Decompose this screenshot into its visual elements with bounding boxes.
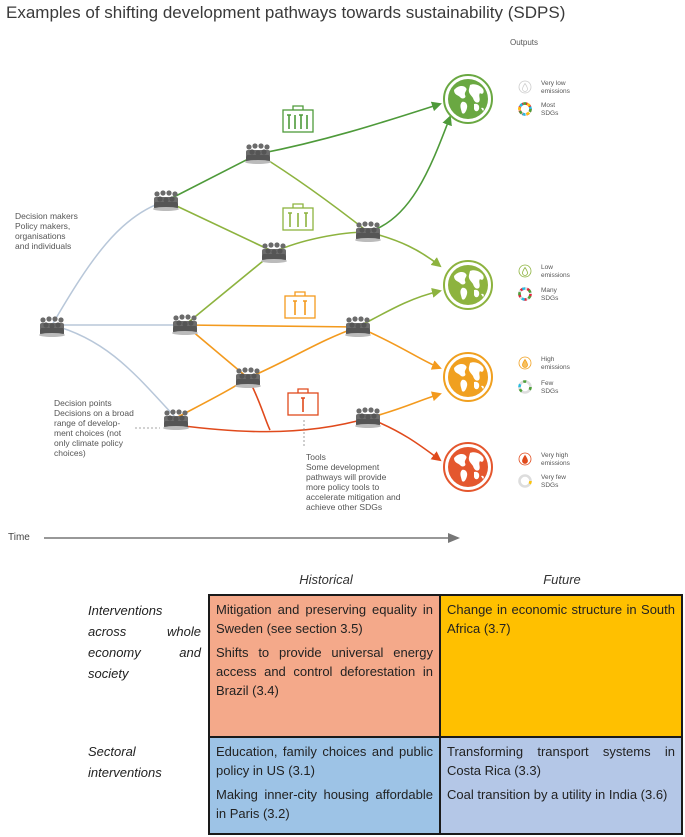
cell-sectoral-historical: Education, family choices and public pol… xyxy=(208,736,441,835)
row-header-whole-economy: Interventions across whole economy and s… xyxy=(88,603,201,681)
leader-lines xyxy=(135,420,305,448)
decision-point-icon xyxy=(345,316,371,337)
sdg-wheel-icon xyxy=(518,380,532,394)
toolbox-icon xyxy=(284,291,316,319)
decision-points-label: Decision points Decisions on a broad ran… xyxy=(54,398,134,458)
pathway-lines-grey xyxy=(51,200,185,419)
row-header-sectoral: Sectoral interventions xyxy=(88,744,162,780)
sdg-wheel-icon xyxy=(518,474,532,488)
pathways-diagram xyxy=(39,74,532,543)
toolbox-icon xyxy=(287,388,319,416)
decision-point-icon xyxy=(245,143,271,164)
outputs-header: Outputs xyxy=(510,38,539,47)
time-axis-label: Time xyxy=(8,532,30,543)
sdg-wheel-icon xyxy=(518,287,532,301)
sdg-wheel-icon xyxy=(518,102,532,116)
globe-icon xyxy=(443,260,493,310)
globe-icon xyxy=(443,74,493,124)
cell-whole-future: Change in economic structure in South Af… xyxy=(439,594,683,738)
decision-point-icon xyxy=(261,242,287,263)
pathway-lines-green xyxy=(165,101,452,326)
emissions-drop-icon xyxy=(518,356,532,370)
toolbox-icon xyxy=(282,203,314,231)
decision-makers-label: Decision makers Policy makers, organisat… xyxy=(15,211,78,251)
decision-point-icon xyxy=(163,409,189,430)
decision-point-icon xyxy=(235,367,261,388)
decision-point-icon xyxy=(355,221,381,242)
cell-whole-historical: Mitigation and preserving equality in Sw… xyxy=(208,594,441,738)
emissions-drop-icon xyxy=(518,264,532,278)
emissions-drop-icon xyxy=(518,80,532,94)
decision-point-icon xyxy=(153,190,179,211)
figure-title: Examples of shifting development pathway… xyxy=(6,3,566,22)
column-header-future: Future xyxy=(543,572,581,587)
toolbox-icon xyxy=(282,105,314,133)
cell-sectoral-future: Transforming transport systems in Costa … xyxy=(439,736,683,835)
column-header-historical: Historical xyxy=(299,572,353,587)
decision-makers-icon xyxy=(39,316,65,337)
globe-icon xyxy=(443,352,493,402)
emissions-drop-icon xyxy=(518,452,532,466)
tools-label: Tools Some development pathways will pro… xyxy=(306,452,401,512)
globe-icon xyxy=(443,442,493,492)
decision-point-icon xyxy=(355,407,381,428)
decision-point-icon xyxy=(172,314,198,335)
